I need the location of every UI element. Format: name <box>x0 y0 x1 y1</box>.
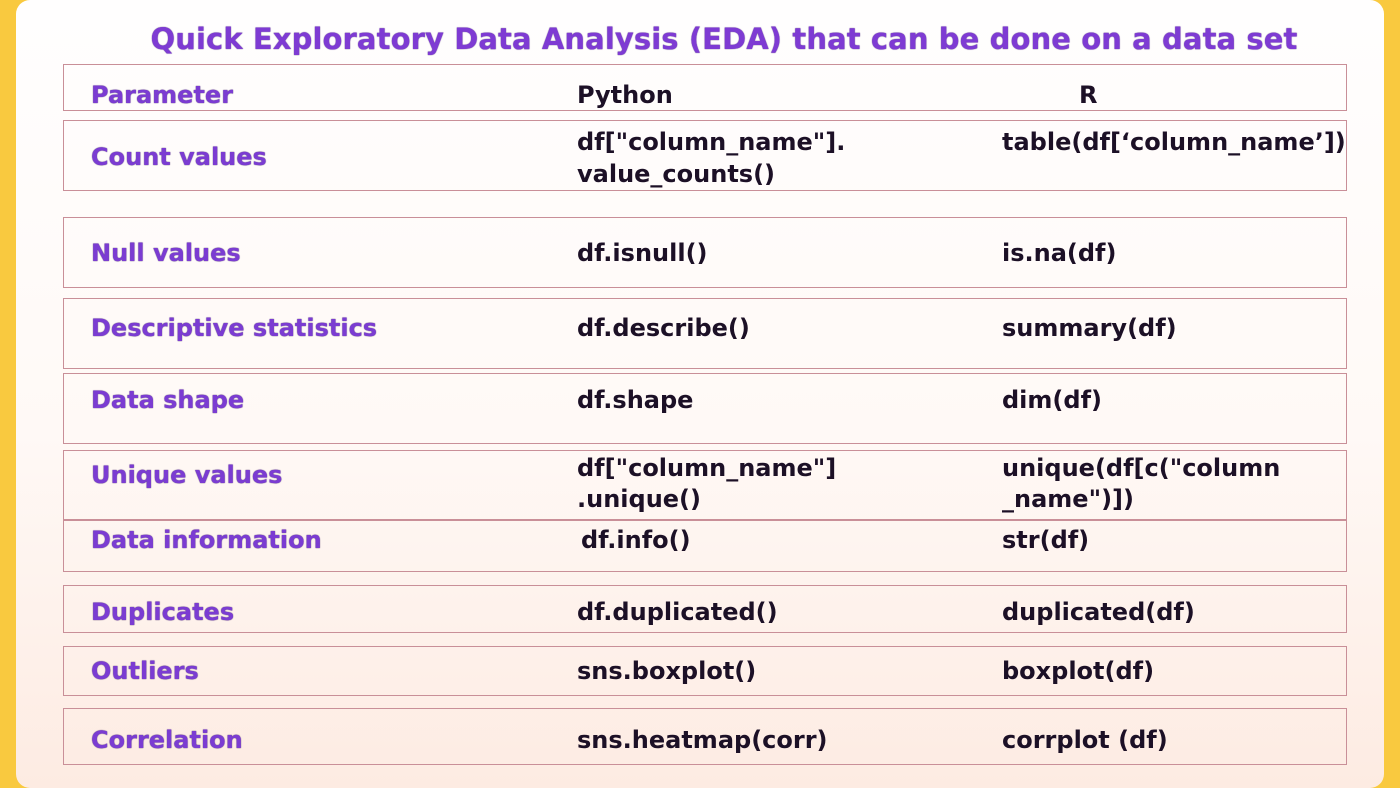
row-python-line2: .unique() <box>577 485 701 513</box>
table-header-row: Parameter Python R <box>63 64 1347 111</box>
row-parameter: Null values <box>91 239 241 267</box>
row-parameter: Correlation <box>91 726 243 754</box>
row-r-line1: table(df[‘column_name’]) <box>1002 128 1346 156</box>
row-python-line1: df.duplicated() <box>577 598 778 626</box>
row-python-line1: df["column_name"] <box>577 454 837 482</box>
table-row: Correlation sns.heatmap(corr) corrplot (… <box>63 708 1347 765</box>
header-python: Python <box>577 81 673 109</box>
row-python-line1: sns.heatmap(corr) <box>577 726 828 754</box>
table-row: Data shape df.shape dim(df) <box>63 373 1347 444</box>
table-row: Descriptive statistics df.describe() sum… <box>63 298 1347 369</box>
content-card <box>16 0 1384 788</box>
table-row: Count values df["column_name"]. value_co… <box>63 120 1347 191</box>
row-python-line1: df.describe() <box>577 314 750 342</box>
row-r-line1: corrplot (df) <box>1002 726 1168 754</box>
row-r-line1: str(df) <box>1002 526 1090 554</box>
row-parameter: Duplicates <box>91 598 235 626</box>
row-r-line1: is.na(df) <box>1002 239 1117 267</box>
row-parameter: Data information <box>91 526 322 554</box>
table-row: Unique values df["column_name"] .unique(… <box>63 450 1347 521</box>
row-python-line1: df["column_name"]. <box>577 128 846 156</box>
row-r-line2: _name")]) <box>1002 485 1134 513</box>
row-parameter: Descriptive statistics <box>91 314 378 342</box>
row-python-line1: df.info() <box>581 526 691 554</box>
table-row: Data information df.info() str(df) <box>63 519 1347 572</box>
row-r-line1: dim(df) <box>1002 386 1102 414</box>
row-parameter: Outliers <box>91 657 199 685</box>
row-r-line1: boxplot(df) <box>1002 657 1155 685</box>
header-r: R <box>1079 81 1098 109</box>
row-python-line1: df.shape <box>577 386 694 414</box>
table-row: Duplicates df.duplicated() duplicated(df… <box>63 585 1347 633</box>
row-parameter: Count values <box>91 143 267 171</box>
header-parameter: Parameter <box>91 81 234 109</box>
row-r-line1: unique(df[c("column <box>1002 454 1281 482</box>
table-row: Null values df.isnull() is.na(df) <box>63 217 1347 288</box>
row-parameter: Data shape <box>91 386 245 414</box>
table-row: Outliers sns.boxplot() boxplot(df) <box>63 646 1347 696</box>
row-r-line1: duplicated(df) <box>1002 598 1195 626</box>
row-r-line1: summary(df) <box>1002 314 1177 342</box>
row-python-line1: df.isnull() <box>577 239 708 267</box>
row-parameter: Unique values <box>91 461 283 489</box>
row-python-line1: sns.boxplot() <box>577 657 757 685</box>
row-python-line2: value_counts() <box>577 160 776 188</box>
page-title: Quick Exploratory Data Analysis (EDA) th… <box>150 22 1298 56</box>
